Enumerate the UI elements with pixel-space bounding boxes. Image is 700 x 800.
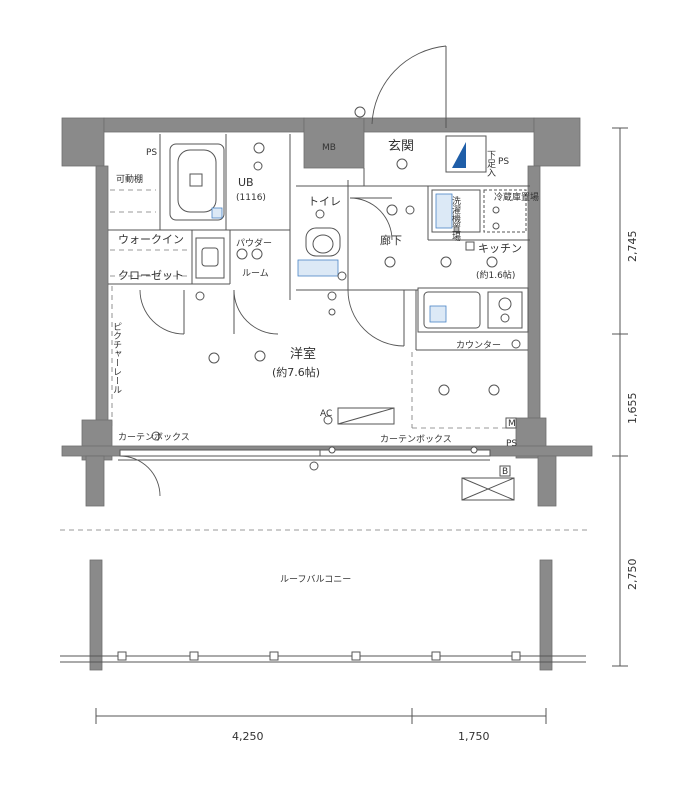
- label-ub-size: (1116): [236, 193, 266, 203]
- washing-machine-space: [431, 189, 481, 233]
- label-balcony: ルーフバルコニー: [280, 574, 351, 585]
- label-ps-top-right: PS: [498, 157, 509, 167]
- ac-unit: [337, 407, 395, 425]
- label-ac: AC: [320, 409, 332, 419]
- dimension-lines: [95, 127, 628, 724]
- label-powder: パウダー: [236, 237, 272, 249]
- window-sash: [118, 449, 491, 461]
- label-curtain-box-left: カーテンボックス: [118, 432, 190, 443]
- door-swings: [119, 197, 405, 497]
- dimension-labels: 2,745 1,655 2,750 4,250 1,750: [232, 231, 639, 744]
- closet-shelves: [110, 189, 190, 277]
- label-kitchen-size: (約1.6帖): [476, 269, 515, 281]
- label-shita-iri: 下足入: [485, 150, 496, 177]
- bathtub: [169, 143, 225, 221]
- dim-bottom-left: 4,250: [232, 730, 264, 743]
- label-youshitsu: 洋室: [290, 346, 316, 362]
- label-walkin: ウォークイン: [118, 233, 184, 246]
- label-m: M: [508, 419, 516, 429]
- dim-right-bottom: 2,750: [626, 559, 639, 591]
- dim-bottom-right: 1,750: [458, 730, 490, 743]
- label-sentakuki: 洗濯機置場: [450, 195, 461, 242]
- washstand: [195, 237, 225, 279]
- label-ps-top-left: PS: [146, 148, 157, 158]
- label-reizouko: 冷蔵庫置場: [494, 191, 539, 203]
- label-closet: クローゼット: [118, 269, 184, 282]
- entrance-door: [354, 45, 447, 128]
- label-kadoudana: 可動棚: [116, 173, 143, 185]
- label-youshitsu-size: (約7.6帖): [272, 365, 320, 379]
- toilet-fixture: [297, 227, 341, 277]
- shoe-cabinet: [445, 135, 487, 173]
- label-rouka: 廊下: [380, 233, 402, 247]
- label-toilet: トイレ: [308, 195, 341, 208]
- label-kitchen: キッチン: [478, 242, 522, 255]
- label-curtain-box-right: カーテンボックス: [380, 434, 452, 445]
- dim-right-top: 2,745: [626, 231, 639, 263]
- label-ps-bottom-right: PS: [506, 439, 517, 449]
- dim-right-mid: 1,655: [626, 393, 639, 425]
- label-genkan: 玄関: [388, 139, 414, 154]
- room-labels: PS MB 玄関 下足入 PS 可動棚 UB (1116) トイレ 廊下 洗濯機…: [111, 139, 539, 585]
- label-ub: UB: [238, 176, 254, 189]
- label-room: ルーム: [242, 268, 269, 279]
- lights-and-outlets: [151, 142, 521, 477]
- label-b: B: [502, 467, 508, 477]
- balcony-outline: [60, 529, 590, 663]
- label-picture-rail: ピクチャーレール: [111, 322, 122, 394]
- label-mb: MB: [322, 143, 336, 153]
- label-counter: カウンター: [456, 340, 501, 351]
- kitchen-counter: [417, 287, 529, 333]
- outdoor-unit: [461, 477, 515, 501]
- fridge-space: [483, 189, 527, 233]
